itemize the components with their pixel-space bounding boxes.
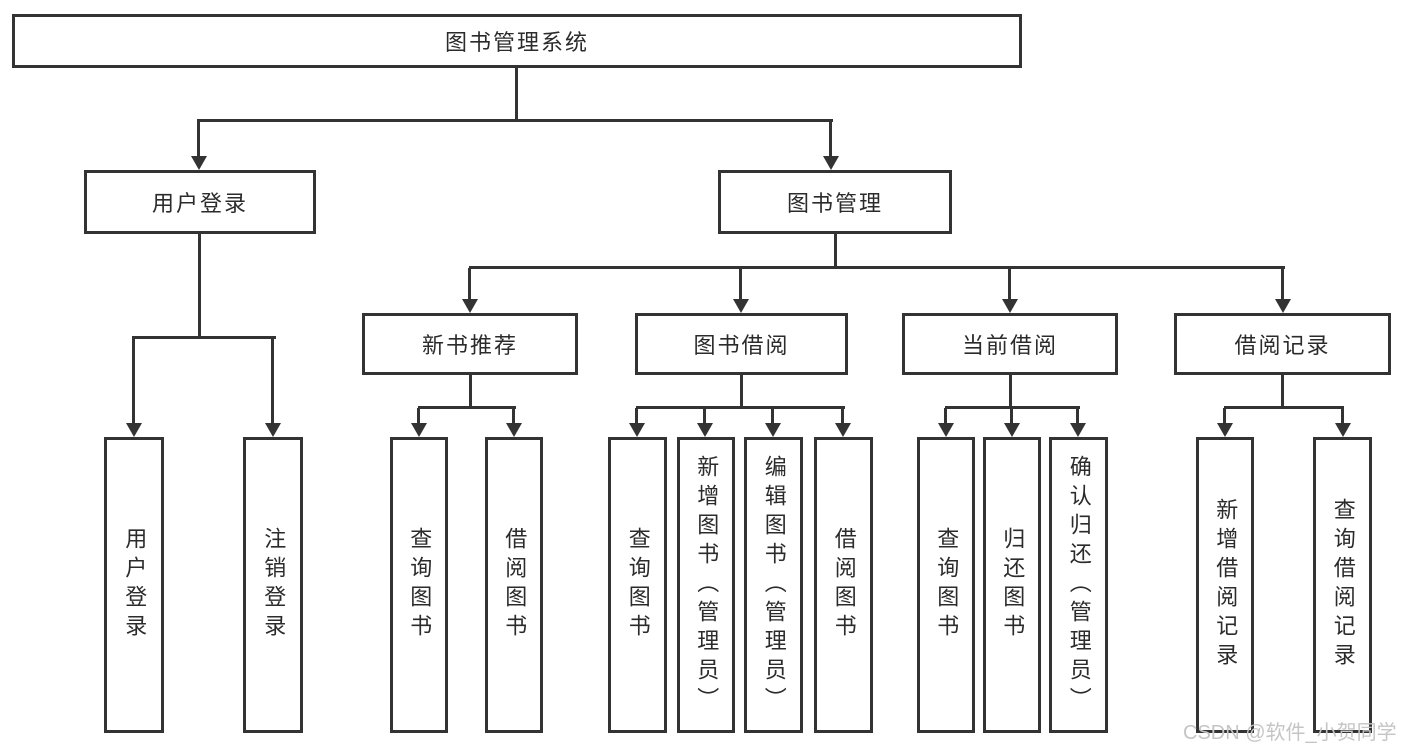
connector-borrow-records-stem bbox=[1281, 374, 1284, 408]
node-borrow-records: 借阅记录 bbox=[1174, 313, 1391, 375]
arrow-down-icon bbox=[506, 408, 522, 437]
leaf-query-borrow-record: 查询借阅记录 bbox=[1313, 437, 1372, 733]
node-label: 借阅记录 bbox=[1234, 333, 1331, 358]
leaf-label: 查询图书 bbox=[934, 527, 960, 643]
node-label: 用户登录 bbox=[151, 191, 248, 216]
arrow-down-icon bbox=[629, 408, 645, 437]
leaf-label: 编辑图书（管理员） bbox=[761, 454, 787, 716]
node-label: 新书推荐 bbox=[421, 333, 518, 358]
node-label: 图书管理系统 bbox=[444, 30, 589, 55]
leaf-add-books-admin: 新增图书（管理员） bbox=[677, 437, 735, 733]
node-user-login: 用户登录 bbox=[84, 170, 316, 234]
node-label: 图书借阅 bbox=[693, 333, 790, 358]
leaf-label: 查询图书 bbox=[625, 527, 651, 643]
node-label: 当前借阅 bbox=[961, 333, 1058, 358]
leaf-label: 查询借阅记录 bbox=[1330, 498, 1356, 672]
connector-user-login-stem bbox=[198, 233, 201, 337]
connector-book-borrow-distributor bbox=[636, 406, 845, 409]
csdn-watermark: CSDN @软件_小贺同学 bbox=[1183, 722, 1397, 744]
leaf-label: 确认归还（管理员） bbox=[1066, 454, 1092, 716]
node-current-borrow: 当前借阅 bbox=[902, 313, 1118, 375]
arrow-down-icon bbox=[265, 337, 281, 437]
leaf-label: 借阅图书 bbox=[502, 527, 528, 643]
arrow-down-icon bbox=[835, 408, 851, 437]
leaf-borrow-books-recommend: 借阅图书 bbox=[485, 437, 543, 733]
node-book-management: 图书管理 bbox=[718, 170, 952, 234]
arrow-down-icon bbox=[1004, 408, 1020, 437]
leaf-label: 查询图书 bbox=[407, 527, 433, 643]
leaf-user-login: 用户登录 bbox=[104, 437, 164, 733]
leaf-return-books: 归还图书 bbox=[983, 437, 1041, 733]
leaf-query-books-current: 查询图书 bbox=[917, 437, 975, 733]
arrow-down-icon bbox=[191, 120, 207, 170]
leaf-label: 借阅图书 bbox=[831, 527, 857, 643]
leaf-label: 注销登录 bbox=[261, 527, 287, 643]
node-book-management-system: 图书管理系统 bbox=[12, 14, 1022, 68]
connector-current-borrow-distributor bbox=[945, 406, 1080, 409]
node-book-borrow: 图书借阅 bbox=[635, 313, 848, 375]
arrow-down-icon bbox=[938, 408, 954, 437]
arrow-down-icon bbox=[1070, 408, 1086, 437]
connector-current-borrow-stem bbox=[1009, 374, 1012, 408]
connector-book-management-distributor bbox=[469, 266, 1285, 269]
connector-root-distributor bbox=[197, 119, 833, 122]
connector-borrow-records-distributor bbox=[1224, 406, 1344, 409]
connector-user-login-distributor bbox=[132, 336, 276, 339]
leaf-label: 用户登录 bbox=[122, 527, 148, 643]
connector-new-book-distributor bbox=[418, 406, 516, 409]
leaf-logout: 注销登录 bbox=[243, 437, 303, 733]
arrow-down-icon bbox=[1217, 408, 1233, 437]
leaf-label: 归还图书 bbox=[1000, 527, 1026, 643]
arrow-down-icon bbox=[1275, 268, 1291, 313]
leaf-label: 新增图书（管理员） bbox=[694, 454, 720, 716]
arrow-down-icon bbox=[1335, 408, 1351, 437]
leaf-edit-books-admin: 编辑图书（管理员） bbox=[744, 437, 803, 733]
leaf-borrow-books-borrow: 借阅图书 bbox=[814, 437, 873, 733]
arrow-down-icon bbox=[823, 120, 839, 170]
arrow-down-icon bbox=[697, 408, 713, 437]
arrow-down-icon bbox=[1002, 268, 1018, 313]
arrow-down-icon bbox=[126, 337, 142, 437]
connector-book-management-stem bbox=[834, 233, 837, 268]
leaf-query-books-recommend: 查询图书 bbox=[390, 437, 448, 733]
node-label: 图书管理 bbox=[786, 191, 883, 216]
leaf-label: 新增借阅记录 bbox=[1213, 498, 1239, 672]
leaf-query-books-borrow: 查询图书 bbox=[608, 437, 667, 733]
arrow-down-icon bbox=[411, 408, 427, 437]
connector-new-book-stem bbox=[469, 374, 472, 408]
arrow-down-icon bbox=[462, 268, 478, 313]
connector-book-borrow-stem bbox=[740, 374, 743, 408]
leaf-add-borrow-record: 新增借阅记录 bbox=[1196, 437, 1254, 733]
node-new-book-recommend: 新书推荐 bbox=[362, 313, 578, 375]
arrow-down-icon bbox=[733, 268, 749, 313]
connector-root-stem bbox=[515, 67, 518, 120]
leaf-confirm-return-admin: 确认归还（管理员） bbox=[1049, 437, 1108, 733]
arrow-down-icon bbox=[765, 408, 781, 437]
